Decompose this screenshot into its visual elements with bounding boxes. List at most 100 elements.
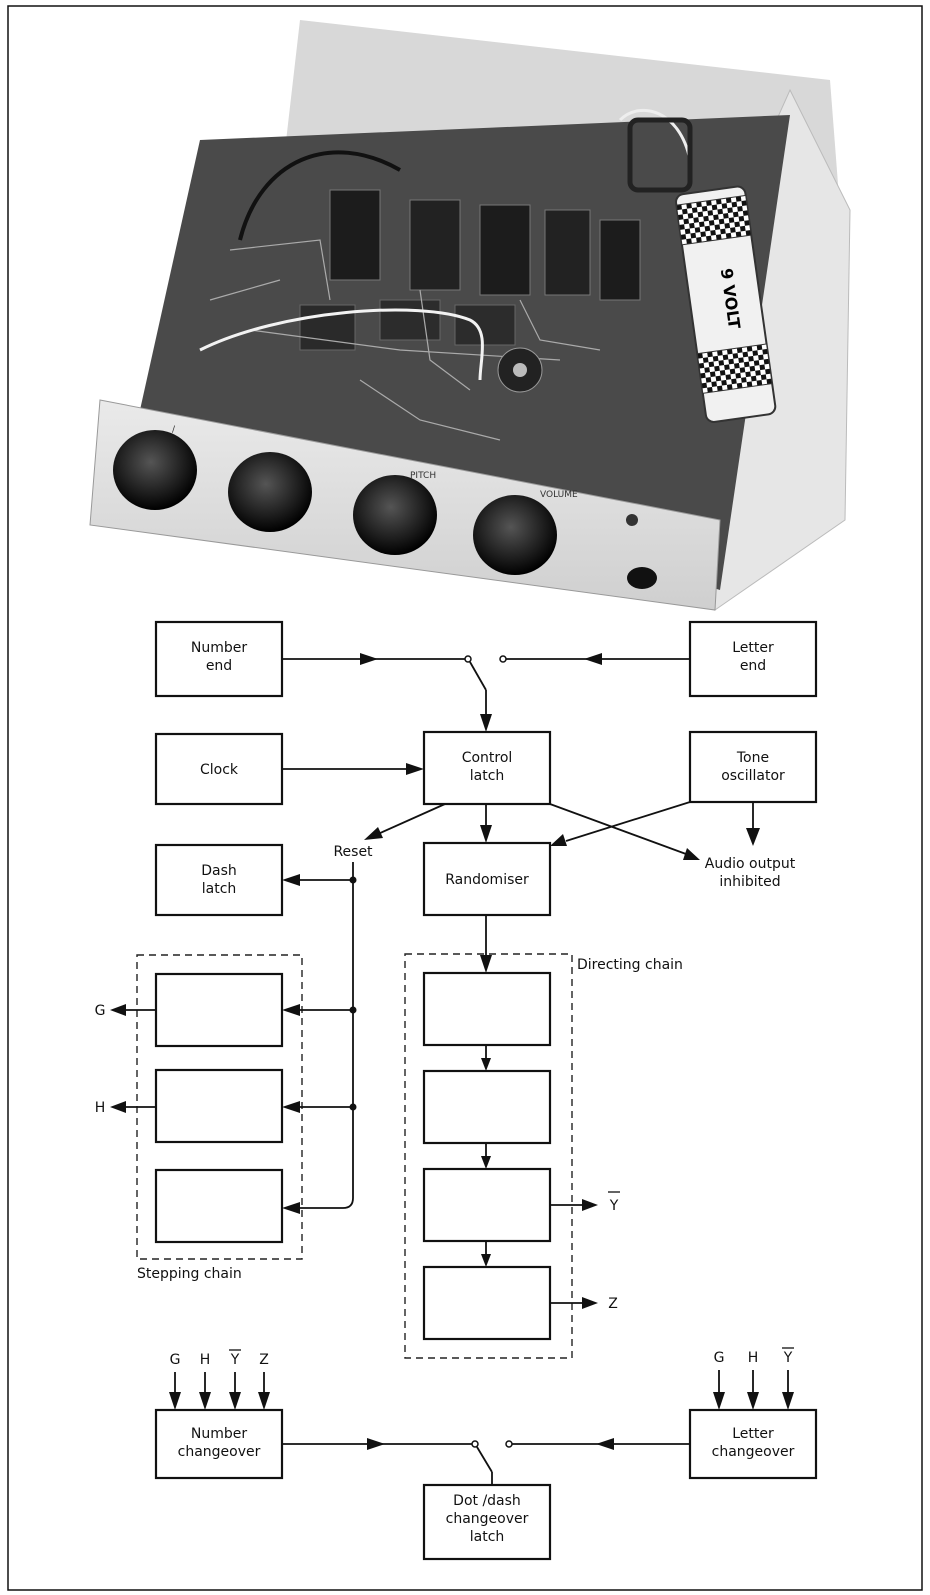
device-photo: 9 VOLT / PITCH VOLUME (90, 20, 850, 610)
arrow-out-z (582, 1297, 598, 1309)
block-letter-end: Letter end (690, 622, 816, 696)
block-dot-dash-latch-line3: latch (470, 1529, 505, 1545)
block-letter-changeover: Letter changeover (690, 1410, 816, 1478)
arrow-into-randomiser (480, 825, 492, 843)
wire-control-to-audio (550, 804, 686, 854)
lc-input-g: G (714, 1350, 725, 1366)
arrow-tone-to-randomiser (550, 834, 567, 846)
arrow-nc-switch (367, 1438, 385, 1450)
stepping-chain-label: Stepping chain (137, 1266, 242, 1282)
nc-input-g: G (170, 1352, 181, 1368)
reset-label: Reset (333, 844, 373, 860)
knob-3 (353, 475, 437, 555)
directing-stage-4 (424, 1267, 550, 1339)
block-dash-latch-line2: latch (202, 881, 237, 897)
nc-input-h: H (200, 1352, 211, 1368)
arrow-into-control-latch (480, 714, 492, 732)
block-dash-latch: Dash latch (156, 845, 282, 915)
arrow-dir-1-2 (481, 1058, 491, 1071)
label-out-h: H (95, 1100, 106, 1116)
switch-blade-bottom (477, 1447, 492, 1472)
label-out-z: Z (608, 1296, 618, 1312)
knob-label-3: PITCH (410, 471, 436, 481)
letter-changeover-inputs: G H Y (713, 1348, 794, 1410)
arrow-lc-h (747, 1392, 759, 1410)
knob-1 (113, 430, 197, 510)
arrow-dash-latch (282, 874, 300, 886)
arrow-reset (364, 827, 383, 840)
block-tone-oscillator-line1: Tone (736, 750, 769, 766)
block-number-end: Number end (156, 622, 282, 696)
switch-contact-left (465, 656, 471, 662)
arrow-lc-switch (596, 1438, 614, 1450)
knob-2 (228, 452, 312, 532)
stepping-stage-2 (156, 1070, 282, 1142)
block-randomiser: Randomiser (424, 843, 550, 915)
arrow-nc-g (169, 1392, 181, 1410)
block-control-latch-line2: latch (470, 768, 505, 784)
arrow-lc-ybar (782, 1392, 794, 1410)
directing-stage-3 (424, 1169, 550, 1241)
block-tone-oscillator: Tone oscillator (690, 732, 816, 802)
led (626, 514, 638, 526)
nc-input-ybar: Y (230, 1352, 240, 1368)
trimmer-pot-center (513, 363, 527, 377)
block-letter-end-line1: Letter (732, 640, 774, 656)
stepping-stage-1 (156, 974, 282, 1046)
block-control-latch-line1: Control (462, 750, 513, 766)
audio-label-line1: Audio output (705, 856, 796, 872)
switch2-contact-right (506, 1441, 512, 1447)
label-out-g: G (95, 1003, 106, 1019)
wire-tone-to-randomiser (566, 802, 690, 841)
block-number-end-line2: end (206, 658, 232, 674)
arrow-step1 (282, 1004, 300, 1016)
block-letter-end-line2: end (740, 658, 766, 674)
arrow-letter-end (584, 653, 602, 665)
audio-label-line2: inhibited (719, 874, 780, 890)
block-dash-latch-line1: Dash (201, 863, 237, 879)
arrow-step3 (282, 1202, 300, 1214)
reset-bus-bottom-bend (300, 1198, 353, 1208)
stepping-stage-3 (156, 1170, 282, 1242)
nc-input-z: Z (259, 1352, 269, 1368)
arrow-nc-z (258, 1392, 270, 1410)
arrow-dir-3-4 (481, 1254, 491, 1267)
block-control-latch: Control latch (424, 732, 550, 804)
block-clock: Clock (156, 734, 282, 804)
block-dot-dash-latch: Dot /dash changeover latch (424, 1485, 550, 1559)
block-number-changeover-line2: changeover (178, 1444, 261, 1460)
block-number-changeover-line1: Number (191, 1426, 247, 1442)
block-tone-oscillator-line2: oscillator (721, 768, 785, 784)
block-dot-dash-latch-line1: Dot /dash (453, 1493, 521, 1509)
block-randomiser-line1: Randomiser (445, 872, 529, 888)
block-diagram: Number end Letter end Clock Control latc… (95, 622, 816, 1559)
label-out-ybar: Y (609, 1198, 619, 1214)
arrow-clock (406, 763, 424, 775)
knob-4 (473, 495, 557, 575)
arrow-nc-ybar (229, 1392, 241, 1410)
block-dot-dash-latch-line2: changeover (446, 1511, 529, 1527)
block-letter-changeover-line2: changeover (712, 1444, 795, 1460)
switch-blade-top (470, 662, 486, 690)
arrow-number-end (360, 653, 378, 665)
arrow-tone-down (746, 828, 760, 846)
lc-input-h: H (748, 1350, 759, 1366)
directing-stage-2 (424, 1071, 550, 1143)
block-number-changeover: Number changeover (156, 1410, 282, 1478)
switch-contact-right (500, 656, 506, 662)
block-letter-changeover-line1: Letter (732, 1426, 774, 1442)
arrow-dir-2-3 (481, 1156, 491, 1169)
arrow-audio (683, 848, 700, 860)
switch (627, 567, 657, 589)
arrow-into-directing (480, 955, 492, 973)
arrow-lc-g (713, 1392, 725, 1410)
directing-chain-label: Directing chain (577, 957, 683, 973)
knob-label-4: VOLUME (540, 490, 578, 500)
arrow-nc-h (199, 1392, 211, 1410)
block-clock-line1: Clock (200, 762, 239, 778)
arrow-out-g (110, 1004, 126, 1016)
arrow-out-ybar (582, 1199, 598, 1211)
lc-input-ybar: Y (783, 1350, 793, 1366)
wire-control-to-reset (378, 804, 445, 834)
